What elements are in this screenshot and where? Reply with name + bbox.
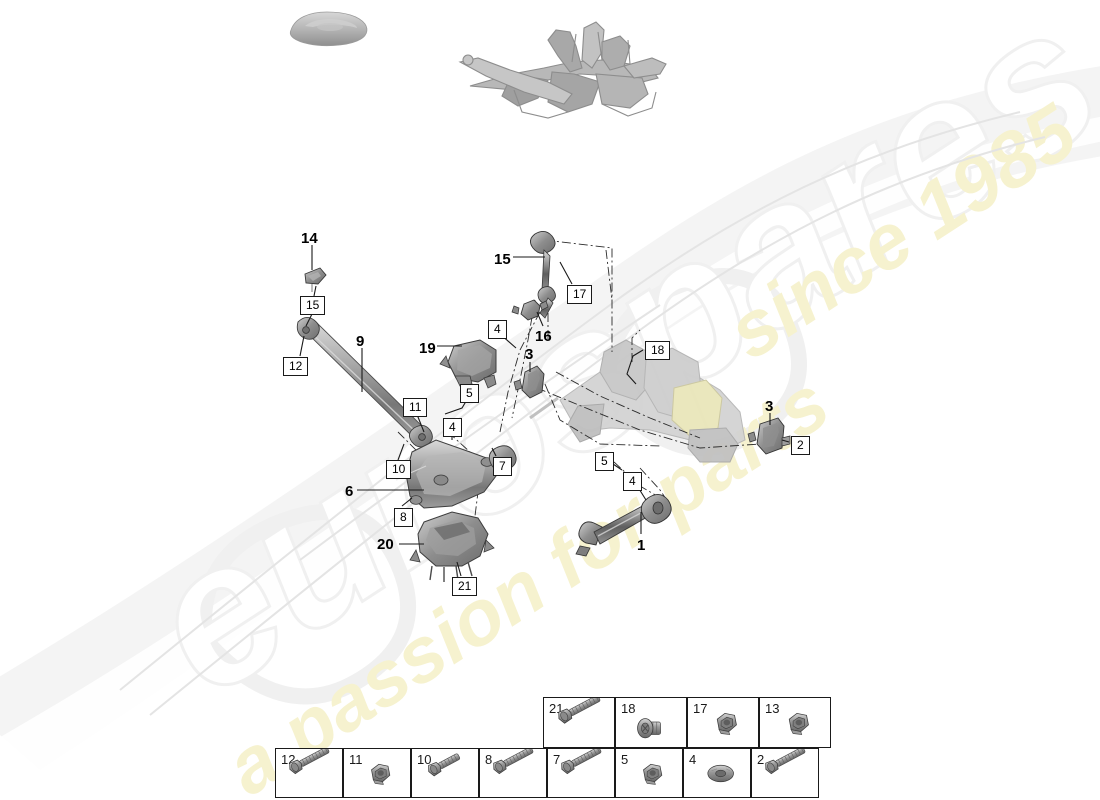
- callout-3-upper: 3: [525, 346, 534, 363]
- legend-item-8[interactable]: 8: [479, 748, 547, 798]
- vehicle-silhouette-thumbnail: [289, 11, 368, 47]
- bolt-long-icon: [493, 749, 534, 775]
- legend-number: 8: [485, 752, 493, 767]
- legend-item-5[interactable]: 5: [615, 748, 683, 798]
- chassis-frame-thumbnail: [458, 21, 667, 119]
- bolt-long-icon: [558, 698, 601, 724]
- bolt-long-icon: [289, 749, 330, 775]
- nut-icon: [371, 763, 391, 785]
- callout-18-boxed: 18: [645, 341, 671, 360]
- legend-item-7[interactable]: 7: [547, 748, 615, 798]
- nut-icon: [788, 712, 809, 735]
- legend-number: 11: [349, 752, 363, 767]
- bolt-medium-icon: [428, 753, 461, 777]
- legend-number: 17: [693, 701, 708, 716]
- callout-9: 9: [356, 333, 365, 350]
- legend-item-2[interactable]: 2: [751, 748, 819, 798]
- legend-item-10[interactable]: 10: [411, 748, 479, 798]
- part-9-linkage-rod: [296, 317, 433, 448]
- legend-number: 7: [553, 752, 561, 767]
- legend-item-11[interactable]: 11: [343, 748, 411, 798]
- callout-15: 15: [494, 251, 511, 268]
- callout-7-boxed: 7: [493, 457, 512, 476]
- callout-2-boxed: 2: [791, 436, 810, 455]
- callout-14: 14: [301, 230, 318, 247]
- callout-3-right: 3: [765, 398, 774, 415]
- legend-number: 10: [417, 752, 432, 767]
- callout-10-boxed: 10: [386, 460, 412, 479]
- callout-5-boxed-right: 5: [595, 452, 614, 471]
- legend-item-12[interactable]: 12: [275, 748, 343, 798]
- part-3-bracket-upper: [513, 365, 545, 399]
- part-16-clip: [511, 299, 549, 321]
- part-19-bracket: [439, 339, 497, 389]
- callout-4-boxed-right: 4: [623, 472, 642, 491]
- bolt-long-icon: [765, 749, 806, 775]
- bolt-long-icon: [561, 749, 602, 775]
- ghost-crossmember: [529, 339, 746, 463]
- callout-4-boxed-left: 4: [443, 418, 462, 437]
- ghost-body-outline: [119, 111, 1046, 716]
- nut-icon: [643, 763, 663, 785]
- callout-8-boxed: 8: [394, 508, 413, 527]
- screw-short-icon: [637, 718, 661, 739]
- legend-item-21[interactable]: 21: [543, 697, 615, 748]
- callout-6: 6: [345, 483, 354, 500]
- callout-20: 20: [377, 536, 394, 553]
- callout-5-boxed-left: 5: [460, 384, 479, 403]
- part-14-clip: [304, 267, 327, 292]
- legend-number: 13: [765, 701, 780, 716]
- callout-17-boxed: 17: [567, 285, 593, 304]
- part-20-cover-shield: [409, 511, 495, 582]
- legend-number: 18: [621, 701, 636, 716]
- part-3-bracket-right: [747, 417, 791, 455]
- callout-19: 19: [419, 340, 436, 357]
- callout-1: 1: [637, 537, 646, 554]
- callout-4-boxed-upper: 4: [488, 320, 507, 339]
- legend-item-17[interactable]: 17: [687, 697, 759, 748]
- callout-15-boxed: 15: [300, 296, 326, 315]
- legend-number: 2: [757, 752, 765, 767]
- callout-11-boxed: 11: [403, 398, 428, 417]
- part-1-tie-rod: [575, 494, 672, 557]
- callout-21-boxed: 21: [452, 577, 478, 596]
- callout-16: 16: [535, 328, 552, 345]
- legend-item-18[interactable]: 18: [615, 697, 687, 748]
- washer-icon: [707, 764, 734, 783]
- nut-icon: [716, 712, 737, 735]
- legend-item-4[interactable]: 4: [683, 748, 751, 798]
- legend-number: 5: [621, 752, 629, 767]
- legend-number: 4: [689, 752, 697, 767]
- callout-12-boxed: 12: [283, 357, 309, 376]
- legend-item-13[interactable]: 13: [759, 697, 831, 748]
